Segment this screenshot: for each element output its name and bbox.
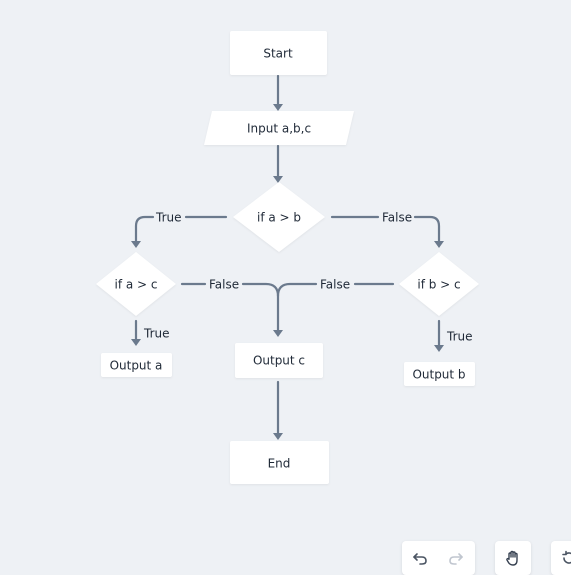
node-output-c[interactable]: Output c [235, 343, 323, 378]
edge-ab-true-end [134, 215, 155, 243]
node-output-c-label: Output c [253, 354, 305, 368]
label-ac-false: False [209, 278, 239, 292]
edges [131, 74, 444, 440]
node-input[interactable]: Input a,b,c [204, 111, 354, 145]
label-ab-false: False [382, 211, 412, 225]
node-output-b[interactable]: Output b [404, 362, 475, 386]
undo-icon [413, 553, 427, 565]
node-cond-ab[interactable]: if a > b [233, 182, 325, 252]
history-toolbar [402, 541, 475, 575]
node-cond-ac[interactable]: if a > c [96, 252, 176, 316]
edge-ac-false-end [241, 282, 280, 332]
label-bc-true: True [446, 330, 473, 344]
view-toolbar [551, 541, 571, 575]
edge-labels: True False True False False True [143, 211, 473, 344]
arrowhead [434, 345, 444, 352]
node-output-a-label: Output a [110, 359, 163, 373]
arrowhead [273, 330, 283, 337]
edge-ab-false-end [413, 215, 441, 243]
arrowhead [273, 104, 283, 111]
label-bc-false: False [320, 278, 350, 292]
arrowhead [273, 176, 283, 183]
node-cond-ac-label: if a > c [114, 278, 157, 292]
undo-button[interactable] [402, 541, 438, 575]
node-cond-ab-label: if a > b [257, 211, 301, 225]
reset-view-button[interactable] [551, 541, 571, 575]
arrowhead [273, 433, 283, 440]
reset-icon [562, 550, 571, 564]
node-start-label: Start [263, 47, 293, 61]
redo-icon [449, 553, 463, 565]
arrowhead [434, 241, 444, 248]
redo-button[interactable] [438, 541, 474, 575]
node-end-label: End [268, 457, 291, 471]
label-ac-true: True [143, 327, 170, 341]
node-output-a[interactable]: Output a [101, 353, 172, 377]
node-end[interactable]: End [230, 441, 329, 484]
arrowhead [131, 241, 141, 248]
node-cond-bc[interactable]: if b > c [399, 252, 479, 316]
node-cond-bc-label: if b > c [417, 278, 460, 292]
node-input-label: Input a,b,c [247, 122, 311, 136]
hand-tool-button[interactable] [495, 541, 531, 575]
label-ab-true: True [155, 211, 182, 225]
pan-toolbar [495, 541, 531, 575]
arrowhead [131, 339, 141, 346]
node-start[interactable]: Start [230, 31, 327, 75]
hand-icon [506, 550, 518, 566]
node-output-b-label: Output b [412, 368, 465, 382]
edge-bc-false-end [276, 282, 318, 298]
